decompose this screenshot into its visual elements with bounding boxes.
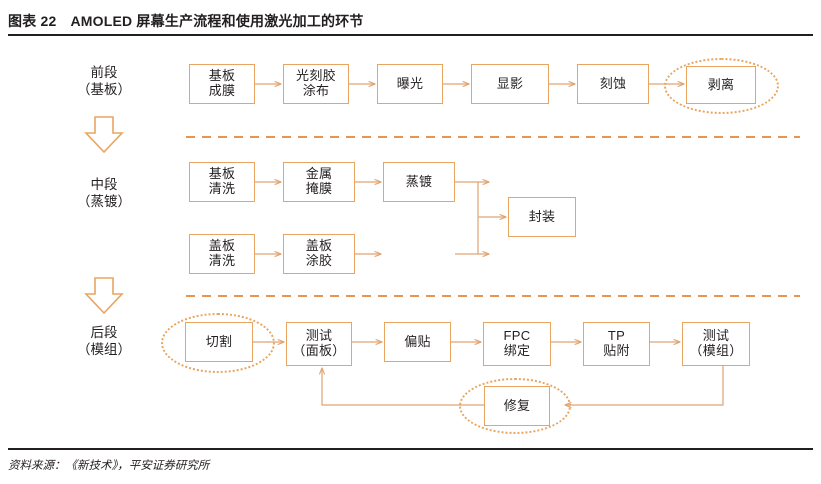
process-box-repair-line1: 修复: [503, 397, 531, 413]
process-box-mid-2-line1: 金属: [305, 166, 333, 182]
process-box-back-3[interactable]: 偏贴: [384, 322, 451, 362]
process-box-front-5[interactable]: 刻蚀: [577, 64, 649, 104]
laser-highlight-halo-cut: [161, 313, 275, 373]
process-box-mid-4-line2: 清洗: [208, 253, 236, 268]
process-box-back-2-line1: 测试: [305, 328, 333, 344]
stage-label-back-sub: （模组）: [77, 342, 131, 358]
process-box-front-2-line2: 涂布: [302, 83, 330, 98]
process-box-back-1[interactable]: 切割: [185, 322, 253, 362]
process-box-mid-4[interactable]: 盖板 清洗: [189, 234, 255, 274]
exhibit-number: 图表 22: [8, 13, 57, 29]
process-box-front-2[interactable]: 光刻胶 涂布: [283, 64, 349, 104]
process-box-mid-1-line1: 基板: [208, 166, 236, 182]
page-title: 图表 22 AMOLED 屏幕生产流程和使用激光加工的环节: [8, 11, 364, 31]
stage-arrow-mid-to-back-icon: [84, 277, 124, 315]
stage-label-front-name: 前段: [90, 65, 118, 80]
process-box-mid-5-line2: 涂胶: [305, 253, 333, 268]
process-box-back-5-line1: TP: [607, 328, 626, 344]
process-box-front-6[interactable]: 剥离: [686, 66, 756, 104]
process-box-front-1[interactable]: 基板 成膜: [189, 64, 255, 104]
process-box-front-5-line1: 刻蚀: [599, 75, 627, 91]
process-box-mid-2-line2: 掩膜: [305, 181, 333, 196]
process-box-mid-3[interactable]: 蒸镀: [383, 162, 455, 202]
figure-title-bar: 图表 22 AMOLED 屏幕生产流程和使用激光加工的环节: [8, 8, 813, 36]
process-box-back-3-line1: 偏贴: [404, 333, 431, 349]
laser-highlight-halo-repair: [459, 378, 571, 434]
process-box-back-6-line2: （模组）: [689, 343, 743, 358]
process-box-mid-3-line1: 蒸镀: [405, 173, 433, 189]
process-box-mid-1[interactable]: 基板 清洗: [189, 162, 255, 202]
process-box-mid-2[interactable]: 金属 掩膜: [283, 162, 355, 202]
process-box-back-6[interactable]: 测试 （模组）: [682, 322, 750, 366]
title-label: AMOLED 屏幕生产流程和使用激光加工的环节: [70, 13, 364, 29]
process-box-front-1-line1: 基板: [208, 68, 236, 84]
process-box-mid-5-line1: 盖板: [305, 238, 333, 254]
process-box-back-4[interactable]: FPC 绑定: [483, 322, 551, 366]
process-box-mid-6[interactable]: 封装: [508, 197, 576, 237]
stage-arrow-front-to-mid-icon: [84, 116, 124, 154]
process-box-front-3[interactable]: 曝光: [377, 64, 443, 104]
process-box-back-4-line2: 绑定: [503, 343, 531, 358]
process-box-front-2-line1: 光刻胶: [296, 68, 336, 84]
process-box-mid-5[interactable]: 盖板 涂胶: [283, 234, 355, 274]
process-box-back-1-line1: 切割: [205, 333, 233, 349]
process-box-back-2[interactable]: 测试 （面板）: [286, 322, 352, 366]
stage-label-front: 前段 （基板）: [49, 64, 159, 99]
process-box-back-5[interactable]: TP 贴附: [583, 322, 650, 366]
process-box-repair[interactable]: 修复: [484, 386, 550, 426]
stage-label-back: 后段 （模组）: [49, 324, 159, 359]
process-box-front-1-line2: 成膜: [208, 83, 236, 98]
stage-label-mid: 中段 （蒸镀）: [49, 176, 159, 211]
process-box-mid-6-line1: 封装: [528, 208, 556, 224]
process-box-back-5-line2: 贴附: [603, 343, 630, 358]
stage-label-mid-sub: （蒸镀）: [77, 194, 131, 210]
stage-label-back-name: 后段: [90, 325, 118, 340]
process-box-back-4-line1: FPC: [503, 328, 531, 344]
process-box-back-2-line2: （面板）: [292, 343, 346, 358]
stage-label-mid-name: 中段: [90, 177, 118, 192]
figure-footer-bar: 资料来源：《新技术》，平安证券研究所: [8, 448, 813, 476]
source-note: 资料来源：《新技术》，平安证券研究所: [8, 460, 210, 472]
laser-highlight-halo-front: [664, 58, 779, 114]
process-box-mid-4-line1: 盖板: [208, 238, 236, 254]
process-box-front-6-line1: 剥离: [707, 76, 735, 92]
stage-label-front-sub: （基板）: [77, 82, 131, 98]
process-box-front-3-line1: 曝光: [396, 75, 424, 91]
process-box-back-6-line1: 测试: [702, 328, 730, 344]
process-box-mid-1-line2: 清洗: [208, 181, 236, 196]
process-box-front-4[interactable]: 显影: [471, 64, 549, 104]
process-box-front-4-line1: 显影: [496, 75, 524, 91]
